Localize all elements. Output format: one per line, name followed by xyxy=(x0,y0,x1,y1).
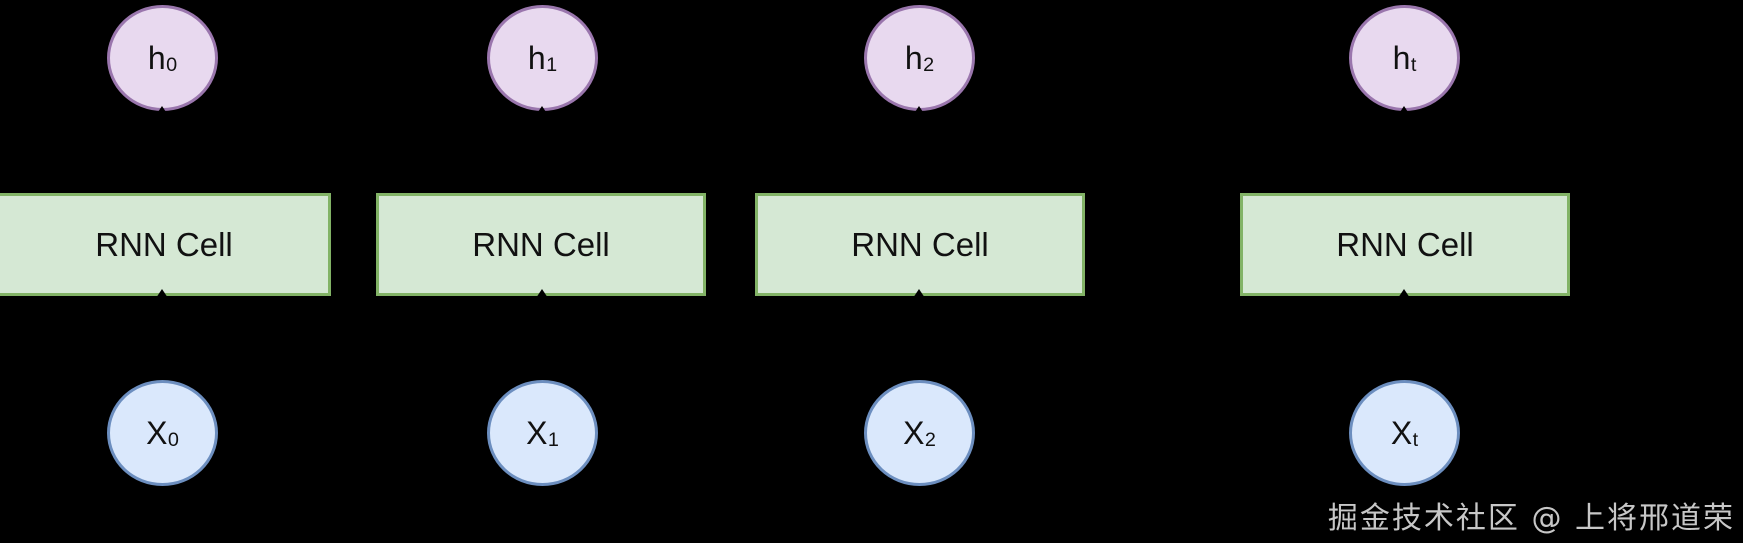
hidden-state-label-3: ht xyxy=(1392,40,1417,77)
input-sub-3: t xyxy=(1412,429,1419,452)
hidden-state-node-1: h1 xyxy=(487,5,598,111)
arrowhead-cell-to-hidden-1 xyxy=(536,106,548,115)
rnn-cell-box-0[interactable]: RNN Cell xyxy=(0,193,331,296)
connector-cell-to-hidden-1 xyxy=(542,113,544,193)
rnn-cell-label-3: RNN Cell xyxy=(1336,225,1474,263)
rnn-cell-box-1[interactable]: RNN Cell xyxy=(376,193,706,296)
arrowhead-cell-to-cell-0-1 xyxy=(367,238,376,250)
connector-cell-to-cell-0-1 xyxy=(331,244,376,246)
input-node-3: Xt xyxy=(1349,380,1460,486)
rnn-cell-label-2: RNN Cell xyxy=(851,225,989,263)
arrowhead-cell-to-hidden-3 xyxy=(1398,106,1410,115)
connector-input-to-cell-0 xyxy=(162,296,164,380)
input-label-3: Xt xyxy=(1390,415,1419,452)
input-label-0: X0 xyxy=(146,415,179,452)
hidden-state-node-0: h0 xyxy=(107,5,218,111)
rnn-cell-box-2[interactable]: RNN Cell xyxy=(755,193,1085,296)
watermark-text: 掘金技术社区 @ 上将邢道荣 xyxy=(1327,501,1735,536)
connector-cell-to-hidden-3 xyxy=(1404,113,1406,193)
rnn-cell-label-1: RNN Cell xyxy=(472,225,610,263)
hidden-state-sub-1: 1 xyxy=(546,54,558,77)
arrowhead-input-to-cell-0 xyxy=(156,289,168,298)
hidden-state-label-0: h0 xyxy=(147,40,178,77)
input-sub-1: 1 xyxy=(547,429,559,452)
connector-cell-to-hidden-0 xyxy=(162,113,164,193)
hidden-state-sub-3: t xyxy=(1410,54,1417,77)
hidden-state-sub-2: 2 xyxy=(923,54,935,77)
connector-input-to-cell-3 xyxy=(1404,296,1406,380)
input-label-1: X1 xyxy=(526,415,559,452)
hidden-state-label-1: h1 xyxy=(527,40,558,77)
arrowhead-cell-to-cell-2-3 xyxy=(1231,238,1240,250)
arrowhead-cell-to-hidden-0 xyxy=(156,106,168,115)
arrowhead-back-cell-2-1 xyxy=(706,238,715,250)
input-sub-0: 0 xyxy=(167,429,179,452)
input-label-2: X2 xyxy=(903,415,936,452)
input-sub-2: 2 xyxy=(924,429,936,452)
rnn-cell-box-3[interactable]: RNN Cell xyxy=(1240,193,1570,296)
connector-cell-to-hidden-2 xyxy=(919,113,921,193)
connector-cell-to-cell-1-2 xyxy=(706,244,755,246)
arrowhead-cell-to-cell-1-2 xyxy=(746,238,755,250)
connector-input-to-cell-1 xyxy=(542,296,544,380)
connector-input-to-cell-2 xyxy=(919,296,921,380)
hidden-state-node-3: ht xyxy=(1349,5,1460,111)
connector-cell-to-cell-2-3 xyxy=(1085,244,1240,246)
arrowhead-input-to-cell-3 xyxy=(1398,289,1410,298)
arrowhead-cell-to-hidden-2 xyxy=(913,106,925,115)
hidden-state-label-2: h2 xyxy=(904,40,935,77)
input-node-0: X0 xyxy=(107,380,218,486)
arrowhead-input-to-cell-1 xyxy=(536,289,548,298)
hidden-state-node-2: h2 xyxy=(864,5,975,111)
rnn-cell-label-0: RNN Cell xyxy=(95,225,233,263)
input-node-1: X1 xyxy=(487,380,598,486)
arrowhead-back-cell-1-0 xyxy=(331,238,340,250)
arrowhead-input-to-cell-2 xyxy=(913,289,925,298)
input-node-2: X2 xyxy=(864,380,975,486)
arrowhead-back-cell-3-2 xyxy=(1085,238,1094,250)
hidden-state-sub-0: 0 xyxy=(166,54,178,77)
